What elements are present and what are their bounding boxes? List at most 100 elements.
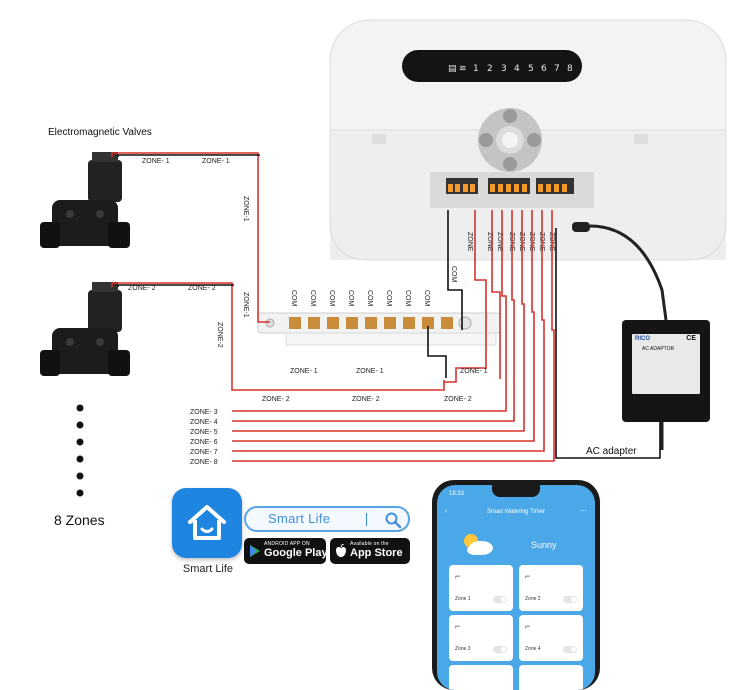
led-num-5: 5: [528, 64, 534, 74]
ac-adaptor: RICO CE AC ADAPTOR: [622, 320, 710, 422]
adaptor-type: AC ADAPTOR: [642, 346, 675, 352]
search-icon: [385, 512, 402, 529]
led-num-8: 8: [567, 64, 573, 74]
zone-tile-1[interactable]: ⌐ Zone 1: [449, 565, 513, 611]
app-screen-title: Smart Watering Timer: [486, 509, 546, 515]
wifi-icon: ▤: [448, 64, 457, 74]
svg-text:ZONE- 5: ZONE- 5: [190, 429, 218, 436]
zone-toggle[interactable]: [563, 596, 577, 603]
svg-text:COM: COM: [328, 290, 335, 307]
zone-toggle[interactable]: [493, 596, 507, 603]
app-name: Smart Life: [182, 563, 234, 575]
zone-tile-3[interactable]: ⌐ Zone 3: [449, 615, 513, 661]
faucet-icon: ⌐: [455, 621, 461, 631]
ac-adapter-label: AC adapter: [586, 446, 637, 457]
svg-text:ZONE-1: ZONE-1: [242, 196, 249, 222]
dc-jack: [572, 222, 590, 232]
svg-text:COM: COM: [404, 290, 411, 307]
zone-labels: Electromagnetic Valves ZONE- 1 ZONE- 1 Z…: [48, 127, 637, 528]
app-store-badge[interactable]: Available on the App Store: [330, 538, 410, 564]
zone-tile-6[interactable]: [519, 665, 583, 690]
home-icon: [188, 505, 226, 540]
back-icon[interactable]: ‹: [445, 508, 448, 515]
adaptor-label: RICO CE AC ADAPTOR: [632, 334, 700, 394]
zone-tile-label: Zone 4: [525, 646, 541, 652]
valves-title: Electromagnetic Valves: [48, 127, 152, 138]
svg-text:ZONE- 1: ZONE- 1: [202, 158, 230, 165]
more-icon[interactable]: ⋯: [580, 508, 587, 515]
google-play-icon: [250, 545, 260, 557]
faucet-icon: ⌐: [455, 571, 461, 581]
phone-notch: [492, 485, 540, 497]
svg-text:COM: COM: [290, 290, 297, 307]
svg-text:ZONE: ZONE: [496, 232, 503, 252]
svg-text:COM: COM: [366, 290, 373, 307]
svg-text:ZONE- 2: ZONE- 2: [352, 396, 380, 403]
weather-icon: [464, 534, 493, 555]
svg-text:ZONE- 7: ZONE- 7: [190, 449, 218, 456]
svg-text:ZONE- 8: ZONE- 8: [190, 459, 218, 466]
svg-text:ZONE- 3: ZONE- 3: [190, 409, 218, 416]
zone-tile-2[interactable]: ⌐ Zone 2: [519, 565, 583, 611]
zone-tile-label: Zone 3: [455, 646, 471, 652]
app-search-bar[interactable]: Smart Life: [244, 506, 410, 532]
led-num-6: 6: [541, 64, 547, 74]
svg-text:ZONE- 2: ZONE- 2: [444, 396, 472, 403]
led-panel: [402, 50, 582, 82]
signal-icon: ≋: [459, 64, 467, 74]
zone-tile-label: Zone 1: [455, 596, 471, 602]
svg-text:COM: COM: [450, 266, 457, 283]
svg-text:COM: COM: [309, 290, 316, 307]
svg-text:ZONE- 2: ZONE- 2: [188, 285, 216, 292]
valve-1: [40, 152, 130, 248]
zones-total-label: 8 Zones: [54, 512, 105, 528]
svg-text:ZONE: ZONE: [486, 232, 493, 252]
svg-text:ZONE- 1: ZONE- 1: [142, 158, 170, 165]
zone-toggle[interactable]: [563, 646, 577, 653]
svg-text:ZONE- 1: ZONE- 1: [290, 368, 318, 375]
led-num-2: 2: [487, 64, 493, 74]
weather-text: Sunny: [531, 540, 557, 550]
valve-2: [40, 282, 130, 376]
svg-text:ZONE- 4: ZONE- 4: [190, 419, 218, 426]
adaptor-brand: RICO: [635, 336, 650, 342]
app-store-name: App Store: [350, 547, 403, 559]
led-num-4: 4: [514, 64, 520, 74]
controller: ▤ ≋ 1 2 3 4 5 6 7 8: [329, 19, 727, 261]
svg-text:ZONE- 1: ZONE- 1: [356, 368, 384, 375]
phone-screen: 18:33 ‹ Smart Watering Timer ⋯ Sunny ⌐ Z…: [437, 485, 595, 690]
led-num-1: 1: [473, 64, 479, 74]
status-time: 18:33: [449, 491, 465, 497]
svg-text:COM: COM: [385, 290, 392, 307]
svg-text:ZONE- 6: ZONE- 6: [190, 439, 218, 446]
svg-text:ZONE- 1: ZONE- 1: [460, 368, 488, 375]
search-text: Smart Life: [268, 511, 331, 526]
google-play-small: ANDROID APP ON: [264, 541, 310, 547]
smart-life-app-icon[interactable]: [172, 488, 242, 558]
svg-text:ZONE- 2: ZONE- 2: [128, 285, 156, 292]
zone-tile-label: Zone 2: [525, 596, 541, 602]
svg-text:ZONE: ZONE: [466, 232, 473, 252]
apple-icon: [336, 544, 346, 557]
led-num-7: 7: [554, 64, 560, 74]
svg-text:ZONE- 2: ZONE- 2: [262, 396, 290, 403]
com-terminal-strip: COM COM COM COM COM COM COM COM: [257, 290, 501, 346]
svg-text:ZONE-1: ZONE-1: [242, 292, 249, 318]
search-divider: [366, 513, 367, 526]
svg-text:COM: COM: [423, 290, 430, 307]
led-num-3: 3: [501, 64, 507, 74]
control-button: [478, 108, 542, 172]
wires: [111, 152, 668, 462]
ce-mark: CE: [686, 335, 696, 342]
zone-tile-5[interactable]: [449, 665, 513, 690]
faucet-icon: ⌐: [525, 571, 531, 581]
google-play-name: Google Play: [264, 547, 328, 559]
svg-text:COM: COM: [347, 290, 354, 307]
more-zones-dots: [76, 404, 84, 497]
zone-tile-4[interactable]: ⌐ Zone 4: [519, 615, 583, 661]
app-store-small: Available on the: [350, 541, 389, 547]
google-play-badge[interactable]: ANDROID APP ON Google Play: [244, 538, 328, 564]
svg-text:ZONE-2: ZONE-2: [216, 322, 223, 348]
zone-toggle[interactable]: [493, 646, 507, 653]
